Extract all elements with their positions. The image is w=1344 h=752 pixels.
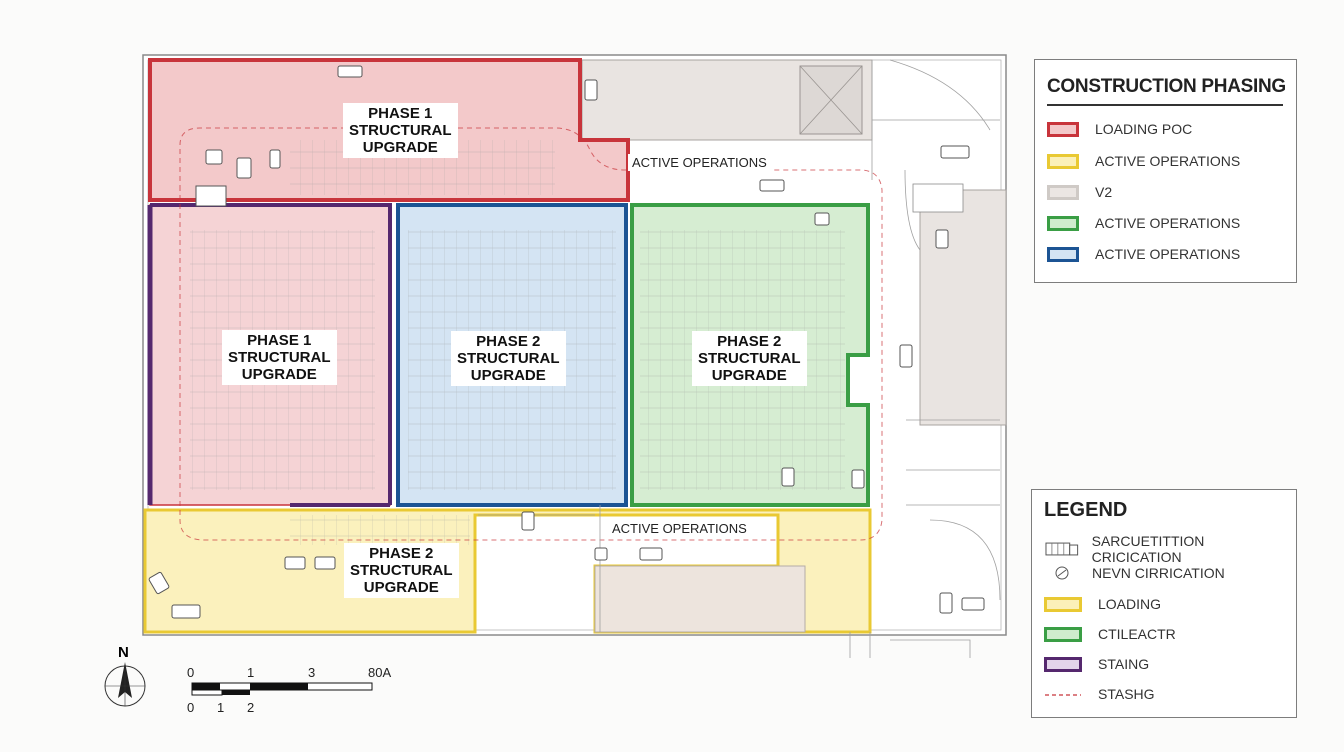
north-arrow-icon xyxy=(104,662,146,707)
active-operations-label-bottom: ACTIVE OPERATIONS xyxy=(608,520,751,537)
circulation-path xyxy=(179,127,883,541)
swatch-gray xyxy=(1047,184,1079,200)
phasing-title: CONSTRUCTION PHASING xyxy=(1047,76,1286,97)
legend-item-label: CTILEACTR xyxy=(1098,626,1176,642)
parking-stalls-bottom xyxy=(290,515,470,545)
legend-item-label: SARCUETITTION CRICICATION xyxy=(1091,533,1205,565)
phasing-item-4: ACTIVE OPERATIONS xyxy=(1047,246,1240,262)
phase1-left-label: PHASE 1 STRUCTURAL UPGRADE xyxy=(222,330,337,385)
legend-item-label: STASHG xyxy=(1098,686,1155,702)
stair-right xyxy=(912,183,964,213)
scale-label-top-1: 1 xyxy=(247,665,255,680)
swatch-blue xyxy=(1047,246,1079,262)
phasing-item-label: V2 xyxy=(1095,184,1113,200)
phasing-item-0: LOADING POC xyxy=(1047,121,1192,137)
phase2-right-label: PHASE 2 STRUCTURAL UPGRADE xyxy=(692,331,807,386)
legend-item-label: LOADING xyxy=(1098,596,1162,612)
legend-title: LEGEND xyxy=(1044,499,1128,521)
service-area-bottom xyxy=(594,565,806,633)
active-operations-label-top: ACTIVE OPERATIONS xyxy=(628,154,771,171)
swatch-yellow xyxy=(1047,153,1079,169)
scale-label-top-0: 0 xyxy=(187,665,195,680)
north-label: N xyxy=(118,644,129,661)
phase1-top-label: PHASE 1 STRUCTURAL UPGRADE xyxy=(343,103,458,158)
scale-label-bottom-0: 0 xyxy=(187,700,195,715)
phasing-item-label: ACTIVE OPERATIONS xyxy=(1095,215,1241,231)
phase1-left-border xyxy=(150,203,392,507)
phase2-bottom-label: PHASE 2 STRUCTURAL UPGRADE xyxy=(344,543,459,598)
legend-item-0: SARCUETITTION CRICICATION xyxy=(1044,533,1296,565)
phasing-item-2: V2 xyxy=(1047,184,1112,200)
legend-item-4: STAING xyxy=(1044,656,1149,672)
scale-label-top-3: 80A xyxy=(368,665,392,680)
phase2-mid-label: PHASE 2 STRUCTURAL UPGRADE xyxy=(451,331,566,386)
phasing-item-1: ACTIVE OPERATIONS xyxy=(1047,153,1240,169)
legend-item-1: NEVN CIRRICATION xyxy=(1044,564,1225,582)
legend-item-label: NEVN CIRRICATION xyxy=(1092,565,1225,581)
dashed-line-icon xyxy=(1045,693,1081,696)
service-column-right xyxy=(919,189,1007,426)
plan-linework xyxy=(478,59,1001,658)
phasing-item-label: LOADING POC xyxy=(1095,121,1193,137)
swatch-purple xyxy=(1044,656,1082,672)
scale-label-bottom-1: 1 xyxy=(217,700,225,715)
legend-item-2: LOADING xyxy=(1044,596,1161,612)
scale-label-bottom-2: 2 xyxy=(247,700,255,715)
swatch-green xyxy=(1047,215,1079,231)
phasing-item-label: ACTIVE OPERATIONS xyxy=(1095,246,1241,262)
phasing-panel: CONSTRUCTION PHASING LOADING POC ACTIVE … xyxy=(1034,59,1297,283)
phasing-item-label: ACTIVE OPERATIONS xyxy=(1095,153,1241,169)
phasing-item-3: ACTIVE OPERATIONS xyxy=(1047,215,1240,231)
legend-item-label: STAING xyxy=(1098,656,1150,672)
vehicle-icon xyxy=(1045,542,1079,556)
legend-item-5: STASHG xyxy=(1044,686,1155,702)
swatch-yellow xyxy=(1044,596,1082,612)
vehicle-icons xyxy=(148,65,985,619)
swatch-red xyxy=(1047,121,1079,137)
legend-item-3: CTILEACTR xyxy=(1044,626,1176,642)
scale-bar xyxy=(191,682,373,696)
scale-label-top-2: 3 xyxy=(308,665,316,680)
legend-panel: LEGEND SARCUETITTION CRICICATION NEVN CI… xyxy=(1031,489,1297,718)
no-entry-icon xyxy=(1055,566,1069,580)
swatch-green xyxy=(1044,626,1082,642)
